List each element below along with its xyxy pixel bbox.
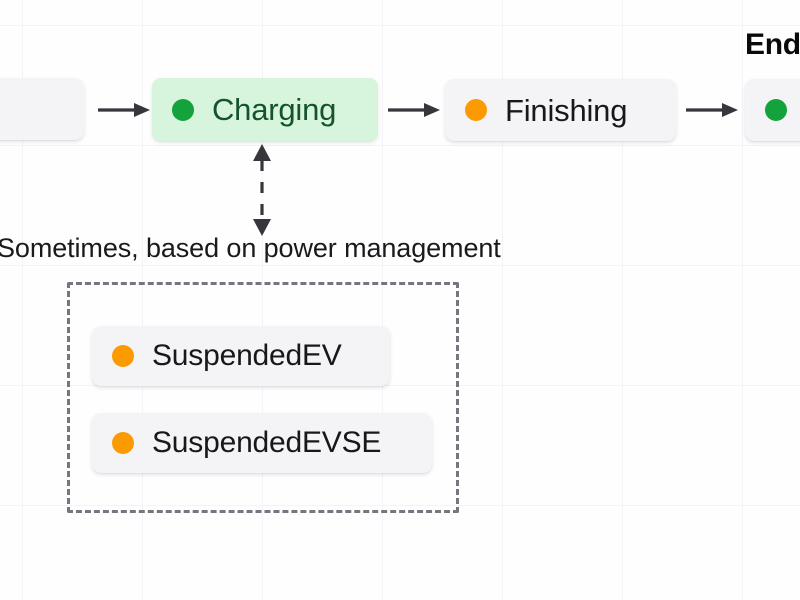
arrow-preparing-to-charging: [98, 100, 150, 120]
dashed-bidirectional-arrow: [248, 144, 276, 236]
green-status-dot: [765, 99, 787, 121]
green-status-dot: [172, 98, 194, 121]
flow-node-label: Finishing: [505, 92, 628, 128]
flow-node-suspended-ev[interactable]: SuspendedEV: [92, 326, 390, 386]
arrow-finishing-to-ended: [686, 100, 738, 120]
orange-status-dot: [465, 99, 487, 121]
flow-node-label: SuspendedEV: [152, 339, 342, 372]
flow-node-charging[interactable]: Charging: [152, 78, 378, 141]
power-management-caption: Sometimes, based on power management: [0, 233, 501, 263]
flow-node-suspended-evse[interactable]: SuspendedEVSE: [92, 413, 432, 473]
ended-section-heading: End: [745, 28, 800, 61]
orange-status-dot: [112, 432, 134, 454]
orange-status-dot: [112, 345, 134, 367]
flow-node-label: SuspendedEVSE: [152, 426, 382, 459]
arrow-charging-to-finishing: [388, 100, 440, 120]
flow-node-finishing[interactable]: Finishing: [445, 79, 676, 141]
flow-node-preparing[interactable]: ring: [0, 78, 84, 140]
suspended-states-group: [67, 282, 459, 513]
flow-node-label: Charging: [212, 92, 337, 127]
flow-node-ended[interactable]: [745, 79, 800, 141]
